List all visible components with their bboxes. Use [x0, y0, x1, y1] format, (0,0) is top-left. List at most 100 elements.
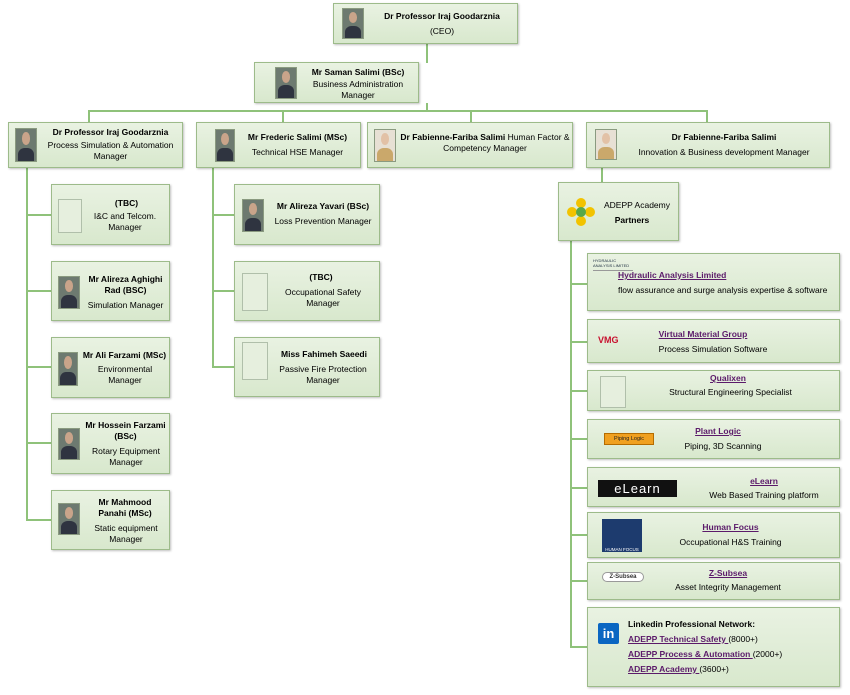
linkedin-group-link[interactable]: ADEPP Technical Safety — [628, 634, 729, 644]
dept-hse-box[interactable]: Mr Frederic Salimi (MSc) Technical HSE M… — [196, 122, 361, 168]
process-member-name: Mr Alireza Aghighi Rad (BSC) — [88, 274, 163, 295]
partner-desc: flow assurance and surge analysis expert… — [618, 285, 828, 295]
partner-link[interactable]: Virtual Material Group — [658, 329, 748, 339]
connector-process-5 — [26, 519, 51, 521]
ceo-photo — [342, 8, 364, 39]
hse-member-card[interactable]: (TBC) Occupational Safety Manager — [234, 261, 380, 321]
connector-innovation-down — [601, 168, 603, 182]
connector-dept-bus — [88, 110, 708, 112]
hse-member-card[interactable]: Mr Alireza Yavari (BSc) Loss Prevention … — [234, 184, 380, 245]
ceo-title: (CEO) — [429, 26, 455, 36]
dept-human-photo — [374, 129, 396, 162]
academy-name: ADEPP Academy — [604, 200, 670, 210]
elearn-logo-icon: eLearn — [598, 480, 677, 497]
partner-link[interactable]: eLearn — [750, 476, 778, 486]
connector-partner-7 — [570, 580, 587, 582]
hse-member-photo-placeholder — [242, 342, 268, 380]
partner-link[interactable]: Human Focus — [702, 522, 759, 532]
linkedin-group-link[interactable]: ADEPP Process & Automation — [628, 649, 753, 659]
process-member-name: Mr Mahmood Panahi (MSc) — [98, 497, 152, 518]
hse-member-name: (TBC) — [309, 272, 333, 282]
connector-partner-spine — [570, 241, 572, 648]
human-focus-logo-icon: HUMAN FOCUS — [602, 519, 642, 552]
process-member-name: Mr Ali Farzami (MSc) — [82, 350, 167, 360]
linkedin-heading: Linkedin Professional Network: — [628, 619, 756, 629]
partner-link[interactable]: Qualixen — [710, 373, 746, 383]
dept-hse-name: Mr Frederic Salimi (MSc) — [247, 132, 348, 142]
partner-card[interactable]: Z-Subsea Z-Subsea Asset Integrity Manage… — [587, 562, 840, 600]
process-member-card[interactable]: Mr Hossein Farzami (BSc) Rotary Equipmen… — [51, 413, 170, 474]
partner-card[interactable]: HYDRAULIC ANALYSIS LIMITED Hydraulic Ana… — [587, 253, 840, 311]
partner-link[interactable]: Hydraulic Analysis Limited — [618, 270, 727, 280]
partner-desc: Structural Engineering Specialist — [669, 387, 792, 397]
dept-human-name: Dr Fabienne-Fariba Salimi — [400, 132, 506, 142]
hse-member-name: Mr Alireza Yavari (BSc) — [276, 201, 370, 211]
academy-logo-icon — [567, 198, 595, 226]
process-member-photo — [58, 428, 80, 460]
linkedin-box[interactable]: in Linkedin Professional Network: ADEPP … — [587, 607, 840, 687]
business-admin-name: Mr Saman Salimi (BSc) — [311, 67, 405, 77]
process-member-card[interactable]: (TBC) I&C and Telcom. Manager — [51, 184, 170, 245]
connector-partner-8 — [570, 646, 587, 648]
hse-member-title: Passive Fire Protection Manager — [279, 364, 367, 385]
connector-partner-3 — [570, 390, 587, 392]
dept-human-box[interactable]: Dr Fabienne-Fariba Salimi Human Factor &… — [367, 122, 573, 168]
qualixen-logo-placeholder — [600, 376, 626, 408]
connector-partner-4 — [570, 438, 587, 440]
hse-member-name: Miss Fahimeh Saeedi — [281, 349, 367, 359]
linkedin-group-count: (3600+) — [699, 664, 729, 674]
partner-card[interactable]: VMG Virtual Material Group Process Simul… — [587, 319, 840, 363]
dept-process-box[interactable]: Dr Professor Iraj Goodarznia Process Sim… — [8, 122, 183, 168]
process-member-title: Rotary Equipment Manager — [91, 446, 161, 467]
process-member-card[interactable]: Mr Alireza Aghighi Rad (BSC) Simulation … — [51, 261, 170, 321]
academy-box[interactable]: ADEPP Academy Partners — [558, 182, 679, 241]
linkedin-group-link[interactable]: ADEPP Academy — [628, 664, 700, 674]
connector-dept4-up — [706, 110, 708, 122]
partner-desc: Web Based Training platform — [709, 490, 819, 500]
connector-partner-6 — [570, 534, 587, 536]
academy-sub: Partners — [614, 215, 650, 225]
process-member-title: Simulation Manager — [87, 300, 164, 310]
dept-innovation-box[interactable]: Dr Fabienne-Fariba Salimi Innovation & B… — [586, 122, 830, 168]
business-admin-photo — [275, 67, 297, 99]
dept-innovation-photo — [595, 129, 617, 160]
z-subsea-logo-icon: Z-Subsea — [602, 572, 644, 582]
business-admin-box[interactable]: Mr Saman Salimi (BSc) Business Administr… — [254, 62, 419, 103]
partner-card[interactable]: Piping Logic Plant Logic Piping, 3D Scan… — [587, 419, 840, 459]
partner-link[interactable]: Z-Subsea — [708, 568, 748, 578]
hse-member-title: Loss Prevention Manager — [274, 216, 372, 226]
connector-hse-1 — [212, 214, 234, 216]
linkedin-group-count: (2000+) — [752, 649, 783, 659]
linkedin-group-count: (8000+) — [728, 634, 758, 644]
process-member-photo — [58, 276, 80, 309]
dept-innovation-title: Innovation & Business development Manage… — [638, 147, 810, 157]
connector-dept3-up — [470, 110, 472, 122]
linkedin-icon: in — [598, 623, 619, 644]
partner-card[interactable]: eLearn eLearn Web Based Training platfor… — [587, 467, 840, 507]
dept-process-name: Dr Professor Iraj Goodarznia — [52, 127, 169, 137]
linkedin-group-row: ADEPP Academy (3600+) — [628, 664, 828, 675]
process-member-card[interactable]: Mr Mahmood Panahi (MSc) Static equipment… — [51, 490, 170, 550]
partner-desc: Occupational H&S Training — [679, 537, 782, 547]
ceo-name: Dr Professor Iraj Goodarznia — [384, 11, 500, 21]
partner-card[interactable]: Qualixen Structural Engineering Speciali… — [587, 370, 840, 411]
partner-desc: Asset Integrity Management — [675, 582, 781, 592]
connector-process-spine — [26, 168, 28, 520]
partner-card[interactable]: HUMAN FOCUS Human Focus Occupational H&S… — [587, 512, 840, 558]
connector-partner-2 — [570, 341, 587, 343]
partner-desc: Process Simulation Software — [658, 344, 768, 354]
hse-member-photo-placeholder — [242, 273, 268, 311]
linkedin-group-row: ADEPP Process & Automation (2000+) — [628, 649, 828, 660]
hse-member-card[interactable]: Miss Fahimeh Saeedi Passive Fire Protect… — [234, 337, 380, 397]
hse-member-photo — [242, 199, 264, 232]
process-member-card[interactable]: Mr Ali Farzami (MSc) Environmental Manag… — [51, 337, 170, 398]
connector-process-1 — [26, 214, 51, 216]
ceo-box[interactable]: Dr Professor Iraj Goodarznia (CEO) — [333, 3, 518, 44]
partner-link[interactable]: Plant Logic — [695, 426, 741, 436]
linkedin-group-row: ADEPP Technical Safety (8000+) — [628, 634, 828, 645]
hydraulic-analysis-logo-icon: HYDRAULIC ANALYSIS LIMITED — [593, 258, 633, 271]
connector-ceo-down — [426, 43, 428, 63]
process-member-title: I&C and Telcom. Manager — [93, 211, 157, 232]
process-member-photo — [58, 352, 78, 386]
vmg-logo-icon: VMG — [598, 335, 619, 345]
